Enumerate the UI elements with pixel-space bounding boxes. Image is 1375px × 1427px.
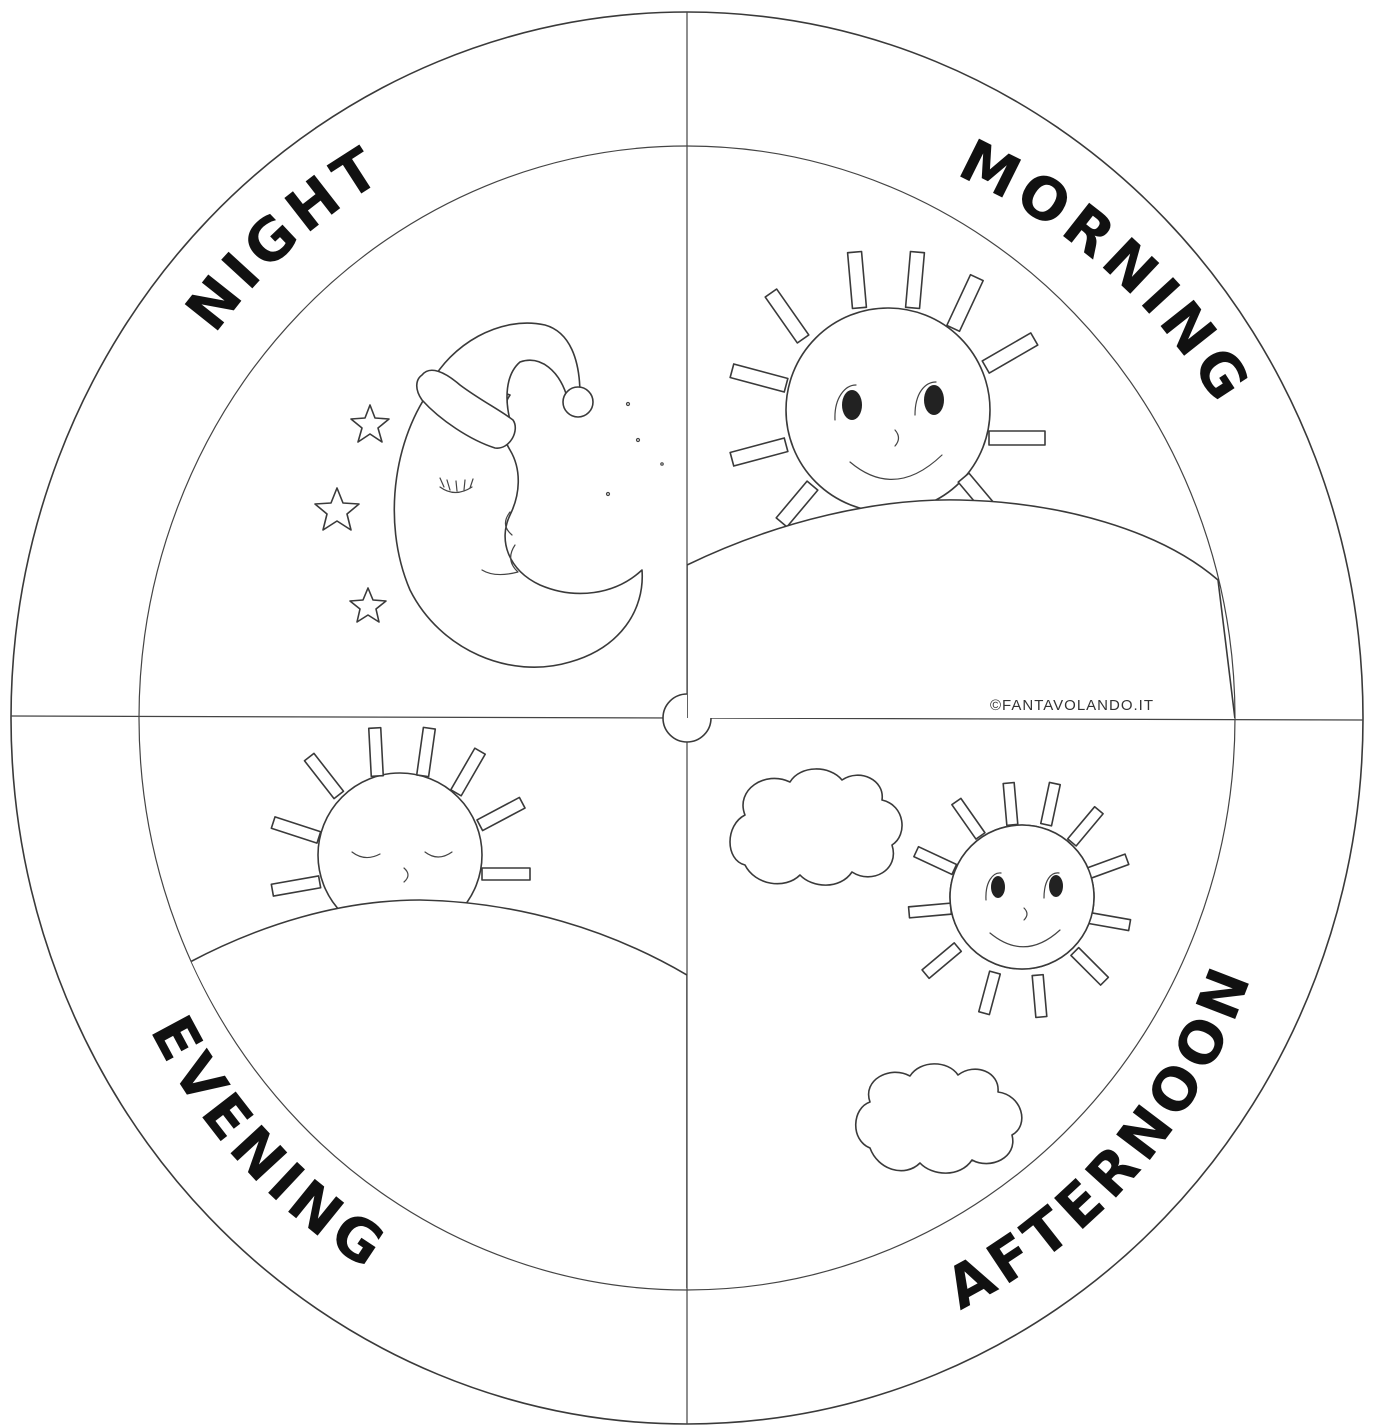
moon-icon — [394, 380, 642, 667]
sun-eye-icon — [991, 876, 1005, 898]
afternoon-illustration — [730, 769, 1131, 1173]
sun-eye-icon — [1049, 875, 1063, 897]
star-icon — [351, 405, 389, 442]
sun-eye-icon — [842, 390, 862, 420]
moon-eye-icon — [440, 487, 472, 493]
morning-hill — [687, 500, 1240, 760]
moon-mouth-icon — [482, 545, 518, 575]
star-icon — [350, 588, 386, 622]
label-night: NIGHT — [172, 131, 395, 343]
sun-eye-icon — [924, 385, 944, 415]
cloud-icon — [856, 1064, 1022, 1173]
label-morning: MORNING — [949, 126, 1266, 417]
credit-text: ©FANTAVOLANDO.IT — [990, 697, 1154, 714]
star-icon — [315, 488, 359, 530]
night-illustration — [315, 323, 663, 667]
pompom-icon — [563, 387, 593, 417]
evening-illustration — [130, 727, 687, 1300]
cloud-icon — [730, 769, 902, 885]
